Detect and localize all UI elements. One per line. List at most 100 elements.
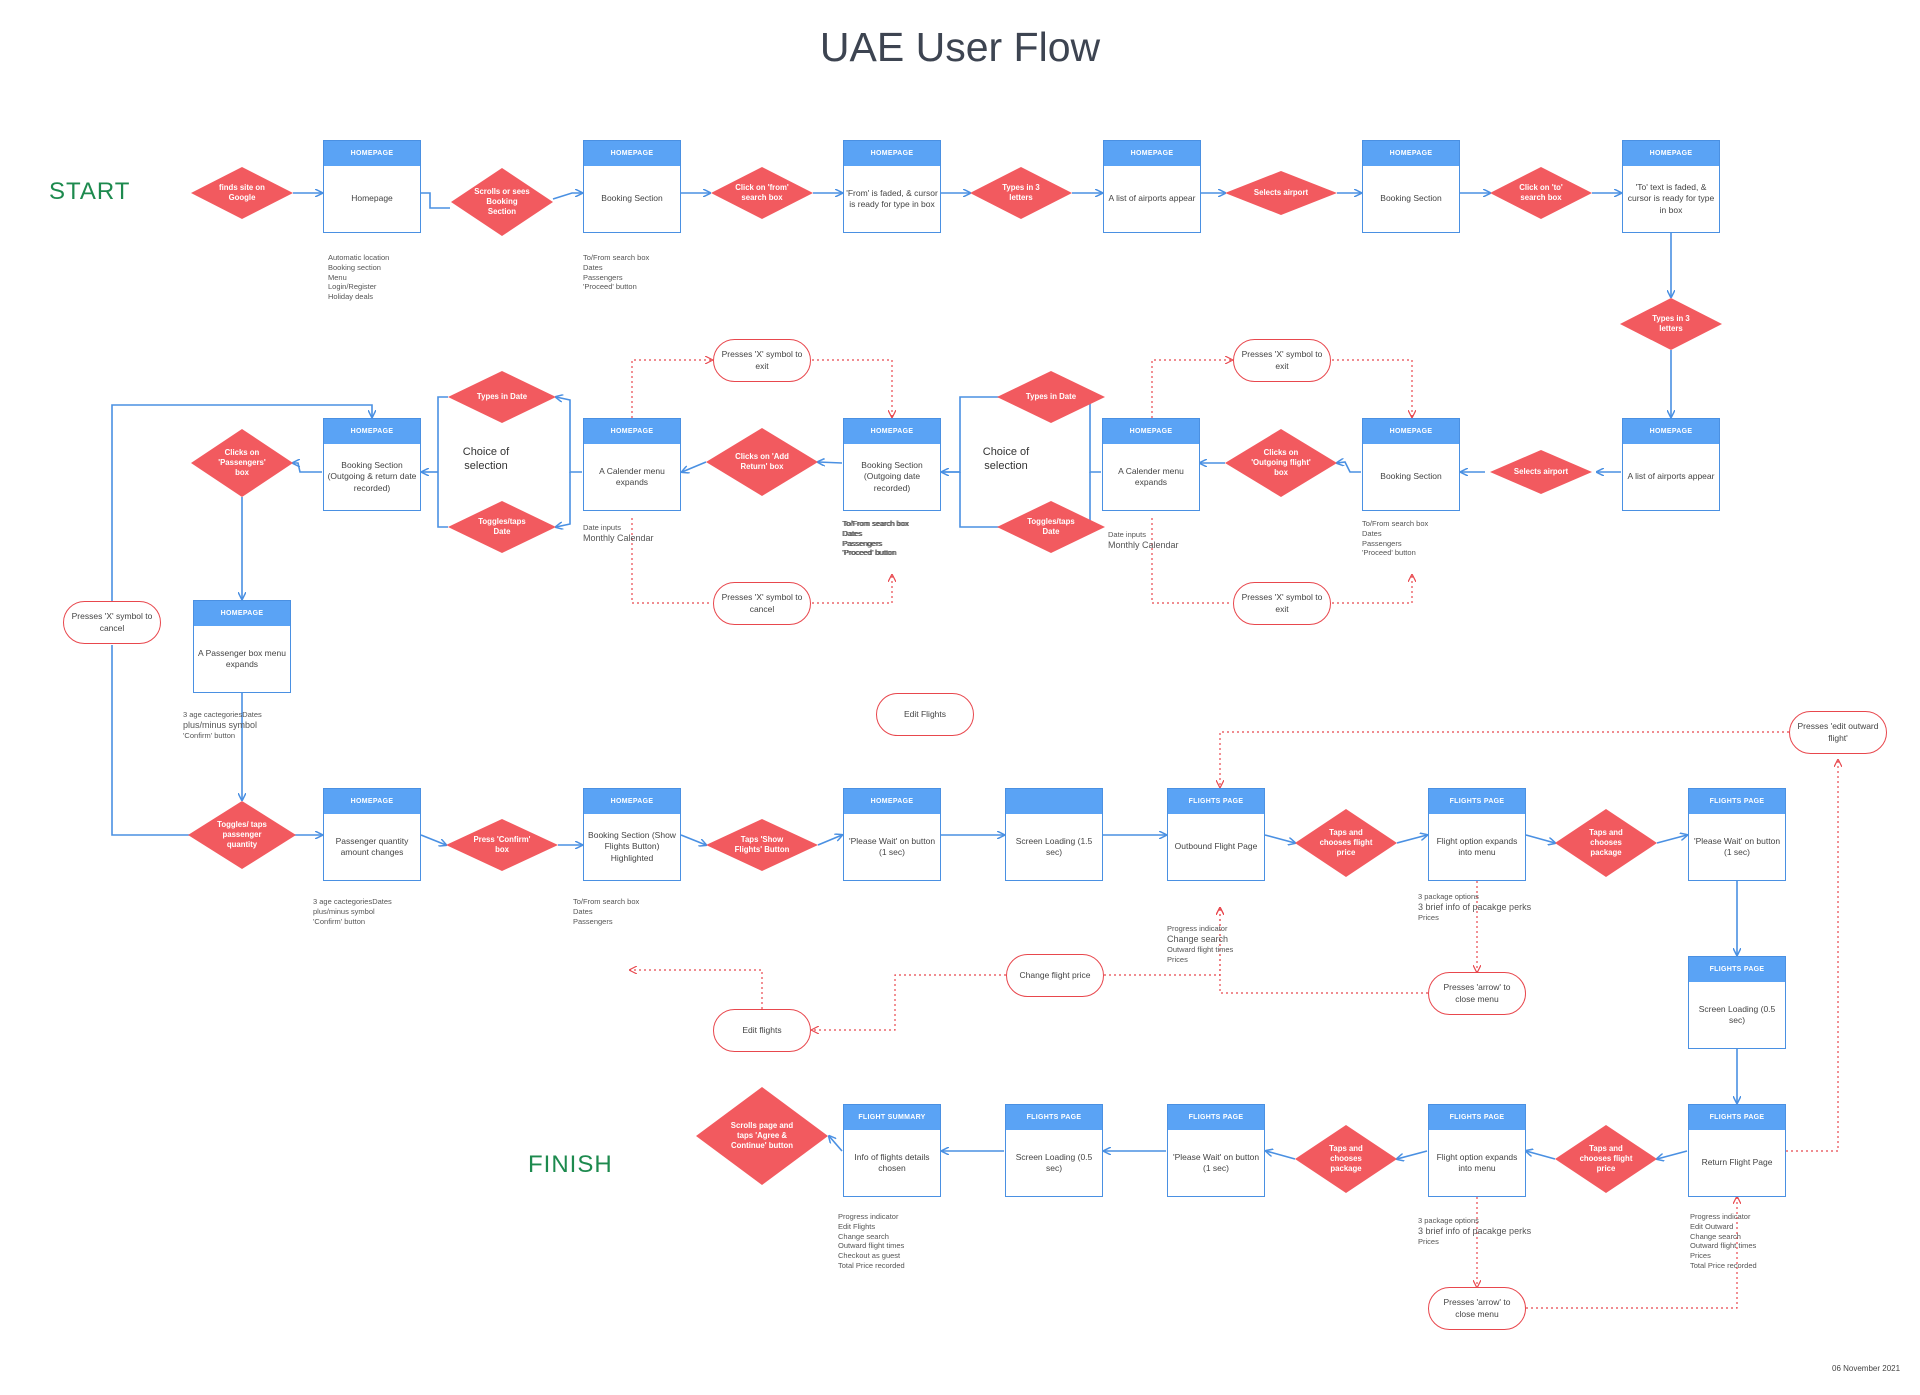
flow-box-header: HOMEPAGE xyxy=(844,789,940,814)
decision-label: Types in 3 letters xyxy=(1002,182,1040,202)
annotation-line: Edit Outward xyxy=(1690,1221,1734,1231)
flow-box-text: Info of flights details chosen xyxy=(854,1151,930,1173)
decision-label: Clicks on 'Outgoing flight' box xyxy=(1251,447,1311,478)
annotation-line: Checkout as guest xyxy=(838,1251,901,1260)
annotation-line: Change search xyxy=(1167,933,1229,944)
flow-box-text: A list of airports appear xyxy=(1108,193,1196,204)
flow-box-20: FLIGHTS PAGE'Please Wait' on button (1 s… xyxy=(1688,788,1786,881)
annotation-line: Change search xyxy=(1690,1231,1741,1241)
connector xyxy=(630,970,763,1009)
action-pill-1: Presses 'X' symbol to exit xyxy=(713,339,811,382)
annotation-line: Monthly Calendar xyxy=(1108,539,1179,550)
connector xyxy=(1525,834,1555,843)
flow-box-header: FLIGHTS PAGE xyxy=(1689,789,1785,814)
decision-diamond-8: Selects airport xyxy=(1490,450,1592,494)
connector xyxy=(1151,360,1232,418)
decision-label: Selects airport xyxy=(1513,466,1569,476)
connector xyxy=(1656,835,1687,844)
connector xyxy=(556,472,571,527)
annotation-line: Prices xyxy=(1690,1251,1711,1260)
decision-diamond-18: Taps 'Show Flights' Button xyxy=(706,819,818,871)
annotation-line: Dates xyxy=(583,262,603,272)
action-pill-9: Presses 'arrow' to close menu xyxy=(1428,972,1526,1015)
decision-label: Toggles/ taps passenger quantity xyxy=(217,819,267,850)
annotation-line: Prices xyxy=(1167,955,1188,965)
decision-label: Click on 'to' search box xyxy=(1519,182,1563,202)
annotation-line: 3 package options xyxy=(1418,892,1479,901)
annotation-line: Booking section xyxy=(328,262,381,272)
decision-label: Press 'Confirm' box xyxy=(473,834,531,854)
decision-diamond-17: Press 'Confirm' box xyxy=(446,819,558,871)
connector xyxy=(1266,1151,1296,1160)
annotation-line: Outward flight times xyxy=(1690,1241,1757,1251)
decision-diamond-16: Toggles/ taps passenger quantity xyxy=(188,801,296,869)
decision-label: Scrolls or sees Booking Section xyxy=(474,186,530,217)
decision-label: Click on 'from' search box xyxy=(735,182,789,202)
annotation-line: 3 age cactegoriesDates xyxy=(183,710,262,719)
decision-diamond-19: Taps and chooses flight price xyxy=(1295,809,1397,877)
annotation-line: To/From search box xyxy=(1362,519,1429,528)
flow-box-header: FLIGHTS PAGE xyxy=(1006,1105,1102,1130)
action-pill-3: Presses 'X' symbol to exit xyxy=(1233,339,1331,382)
annotation-line: 3 brief info of pacakge perks xyxy=(1418,1225,1532,1236)
annotation-line: 'Proceed' button xyxy=(583,282,637,292)
decision-diamond-22: Taps and chooses package xyxy=(1295,1125,1397,1193)
annotation-line: Holiday deals xyxy=(328,292,374,301)
annotation-line: Dates xyxy=(842,528,862,538)
flow-box-text: 'From' is faded, & cursor is ready for t… xyxy=(846,187,938,209)
flow-box-6: HOMEPAGE'To' text is faded, & cursor is … xyxy=(1622,140,1720,233)
decision-diamond-21: Taps and chooses flight price xyxy=(1555,1125,1657,1193)
action-pill-5: Presses 'X' symbol to cancel xyxy=(63,601,161,644)
flow-box-text: Passenger quantity amount changes xyxy=(335,835,409,857)
action-pill-6: Edit Flights xyxy=(876,693,974,736)
connector xyxy=(631,360,712,418)
action-pill-7: Presses 'edit outward flight' xyxy=(1789,711,1887,754)
connector xyxy=(111,645,190,836)
connector xyxy=(556,397,582,473)
flow-box-header: HOMEPAGE xyxy=(324,789,420,814)
annotation-line: 'Proceed' button xyxy=(843,548,897,558)
flow-box-header: HOMEPAGE xyxy=(1363,419,1459,444)
annotation-line: Passengers xyxy=(842,538,882,548)
annotation-line: Total Price recorded xyxy=(1690,1260,1757,1270)
annotation-line: 'Confirm' button xyxy=(313,916,366,926)
flow-box-text: 'Please Wait' on button (1 sec) xyxy=(848,835,936,857)
decision-diamond-7: Types in 3 letters xyxy=(1620,298,1722,350)
flow-box-24: FLIGHTS PAGE'Please Wait' on button (1 s… xyxy=(1167,1104,1265,1197)
annotation-line: To/From search box xyxy=(843,519,910,528)
action-pill-4: Presses 'X' symbol to exit xyxy=(1233,582,1331,625)
annotation-line: Dates xyxy=(573,906,593,916)
annotation-line: Date inputs xyxy=(1108,530,1146,539)
connector xyxy=(680,834,706,845)
flow-box-text: Flight option expands into menu xyxy=(1436,835,1518,857)
annotation-line: Passengers xyxy=(583,272,623,282)
flow-box-text: A list of airports appear xyxy=(1627,471,1715,482)
decision-diamond-2: Scrolls or sees Booking Section xyxy=(451,168,553,236)
flow-box-text: Screen Loading (1.5 sec) xyxy=(1015,835,1093,857)
decision-diamond-5: Selects airport xyxy=(1225,171,1337,215)
connector xyxy=(1104,908,1220,976)
action-pill-11: Presses 'arrow' to close menu xyxy=(1428,1287,1526,1330)
decision-diamond-9: Clicks on 'Outgoing flight' box xyxy=(1225,429,1337,497)
connector xyxy=(1332,359,1412,417)
connector xyxy=(1397,1150,1428,1159)
flow-box-header: HOMEPAGE xyxy=(584,789,680,814)
flow-box-text: Screen Loading (0.5 sec) xyxy=(1698,1003,1776,1025)
